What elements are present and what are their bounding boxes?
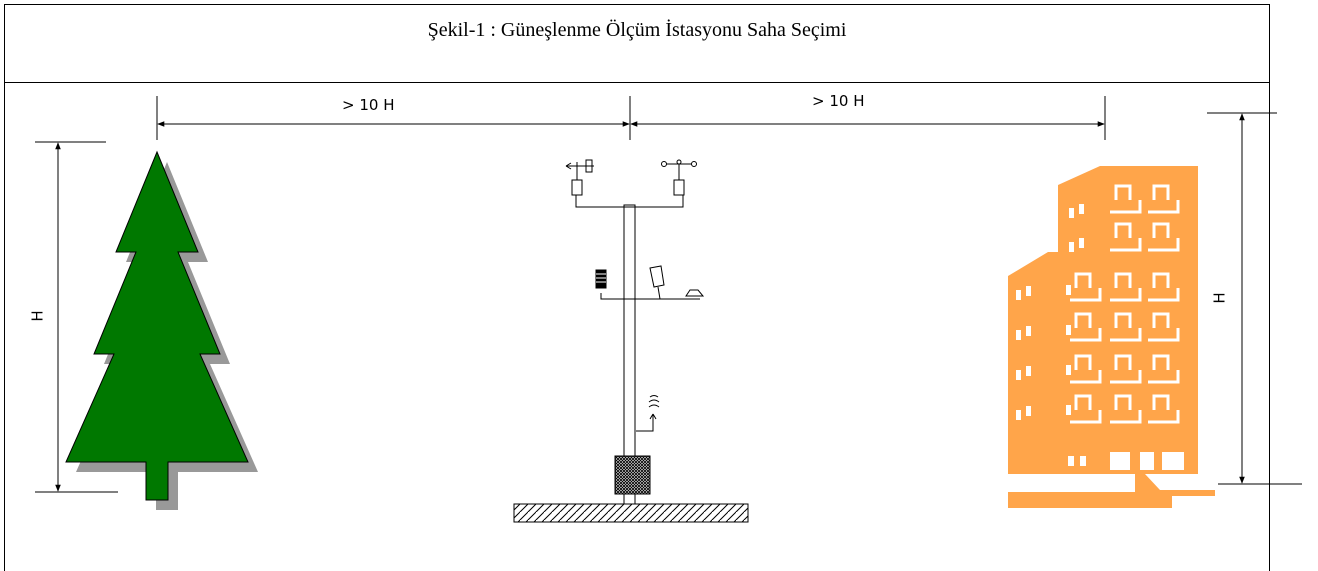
- building-height-dimension: H: [1207, 112, 1302, 485]
- wind-vane-sensor: [571, 179, 583, 196]
- radiation-shield-icon: [595, 269, 607, 289]
- antenna-arm: [636, 414, 654, 432]
- height-label-right: H: [1211, 292, 1229, 303]
- anemometer-icon: [664, 162, 694, 180]
- figure-frame: Şekil-1 : Güneşlenme Ölçüm İstasyonu Sah…: [4, 4, 1270, 571]
- anemometer-sensor: [673, 179, 685, 196]
- distance-label-right: > 10 H: [812, 92, 864, 110]
- building-base: [1008, 474, 1215, 508]
- building: [1008, 166, 1215, 508]
- building-balconies: [1070, 184, 1180, 424]
- distance-label-left: > 10 H: [342, 96, 394, 114]
- antenna-signal-icon: [648, 395, 660, 408]
- top-crossarm: [575, 195, 684, 208]
- figure-title: Şekil-1 : Güneşlenme Ölçüm İstasyonu Sah…: [427, 19, 847, 41]
- tree-shape: [65, 150, 249, 501]
- tree: [65, 150, 258, 510]
- weather-station: [513, 159, 749, 523]
- building-shape: [1008, 166, 1198, 474]
- title-row: Şekil-1 : Güneşlenme Ölçüm İstasyonu Sah…: [5, 5, 1269, 83]
- logger-box: [614, 455, 651, 495]
- middle-crossarm: [600, 293, 700, 300]
- pyranometer-icon: [649, 265, 665, 300]
- distance-dimension: > 10 H > 10 H: [156, 92, 1106, 140]
- station-mast: [623, 204, 636, 505]
- ground-base: [513, 503, 749, 523]
- height-label-left: H: [29, 310, 47, 321]
- rain-gauge-icon: [685, 289, 705, 297]
- tree-height-dimension: H: [29, 141, 118, 493]
- wind-vane-icon: [565, 159, 594, 180]
- building-windows: [1016, 204, 1184, 470]
